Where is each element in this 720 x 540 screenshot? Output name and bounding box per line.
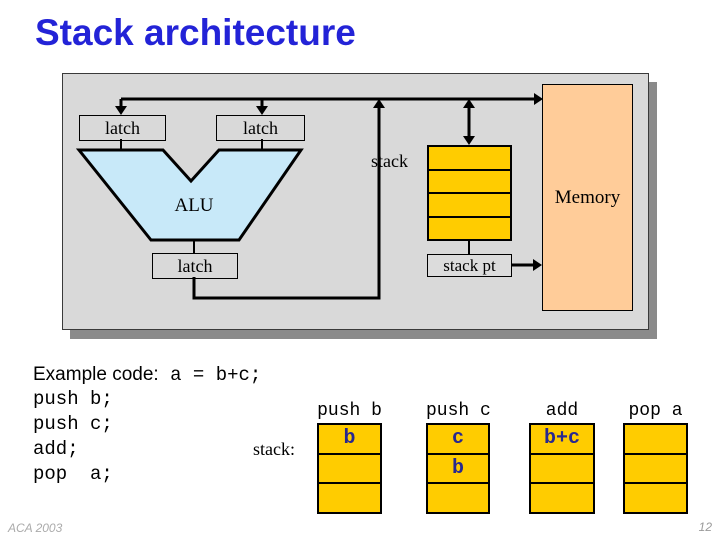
stack-cell — [625, 484, 686, 512]
stack-state-push-c: push c c b — [426, 400, 491, 514]
code-line: push c; — [33, 413, 113, 435]
stack-pointer-label: stack pt — [443, 255, 496, 275]
stack-state-label: push c — [426, 401, 491, 421]
example-code-label: Example code: — [33, 364, 159, 385]
stack-cell — [319, 455, 380, 485]
stack-state-box: b — [317, 423, 382, 514]
bus-stack-arrowhead-down — [463, 136, 475, 145]
bus-to-memory-arrowhead — [534, 93, 543, 105]
stack-cell — [531, 455, 593, 485]
footer-course-label: ACA 2003 — [8, 521, 63, 535]
stack-cell — [319, 484, 380, 512]
diagram-wires — [75, 93, 543, 300]
example-code-heading: Example code: a = b+c; — [33, 362, 261, 387]
stack-register-cell — [429, 171, 510, 194]
alu-label: ALU — [174, 195, 214, 216]
stack-state-label: push b — [317, 401, 382, 421]
memory-label: Memory — [554, 186, 621, 208]
stack-register-cell — [429, 194, 510, 218]
example-expression: a = b+c; — [170, 364, 262, 386]
stackpt-to-memory-arrowhead — [533, 259, 542, 271]
stack-cell — [625, 455, 686, 485]
stack-state-pop-a: pop a — [623, 400, 688, 514]
stack-pointer-box: stack pt — [427, 254, 512, 277]
latch-bottom-box: latch — [152, 253, 238, 279]
stack-cell: b — [428, 455, 488, 485]
stack-caption: stack: — [253, 439, 295, 459]
latch-top-left-label: latch — [105, 117, 140, 138]
stack-state-box: c b — [426, 423, 490, 514]
code-line: pop a; — [33, 463, 113, 485]
latch-top-left-box: latch — [79, 115, 166, 141]
example-code-block: Example code: a = b+c; push b; push c; a… — [33, 362, 261, 487]
stack-state-box: b+c — [529, 423, 595, 514]
alu-shape — [75, 148, 304, 242]
latch-top-right-box: latch — [216, 115, 305, 141]
stack-cell — [531, 484, 593, 512]
stack-state-add: add b+c — [529, 400, 595, 514]
latch-top-right-label: latch — [243, 117, 278, 138]
stack-cell: b+c — [531, 425, 593, 455]
stack-state-push-b: push b b — [317, 400, 382, 514]
datapath-diagram-panel: latch latch ALU latch stack stack pt Mem… — [62, 73, 649, 330]
stack-cell-value: b+c — [543, 427, 580, 451]
stack-cell — [428, 484, 488, 512]
memory-box: Memory — [542, 84, 633, 311]
stack-cell-value: b — [451, 457, 464, 480]
latch-bottom-label: latch — [177, 255, 213, 276]
stack-register-box — [427, 145, 512, 241]
stack-register-cell — [429, 147, 510, 171]
stack-cell-value: c — [451, 427, 464, 451]
bus-stack-arrowhead-up — [463, 99, 475, 108]
code-line: add; — [33, 438, 79, 460]
bus-to-latch-right-arrowhead — [256, 106, 268, 115]
feedback-path — [192, 107, 381, 300]
stack-label: stack — [371, 151, 408, 171]
stack-cell: c — [428, 425, 488, 455]
stack-state-label: add — [545, 401, 579, 421]
page-number: 12 — [698, 520, 712, 534]
bus-to-latch-left-arrowhead — [115, 106, 127, 115]
stack-cell: b — [319, 425, 380, 455]
stack-register-cell — [429, 218, 510, 240]
feedback-arrowhead-up — [373, 99, 385, 108]
stack-state-box — [623, 423, 688, 514]
stack-cell — [625, 425, 686, 455]
page-title: Stack architecture — [35, 12, 356, 53]
stack-cell-value: b — [343, 427, 356, 451]
stack-state-label: pop a — [628, 401, 683, 421]
code-line: push b; — [33, 388, 113, 410]
